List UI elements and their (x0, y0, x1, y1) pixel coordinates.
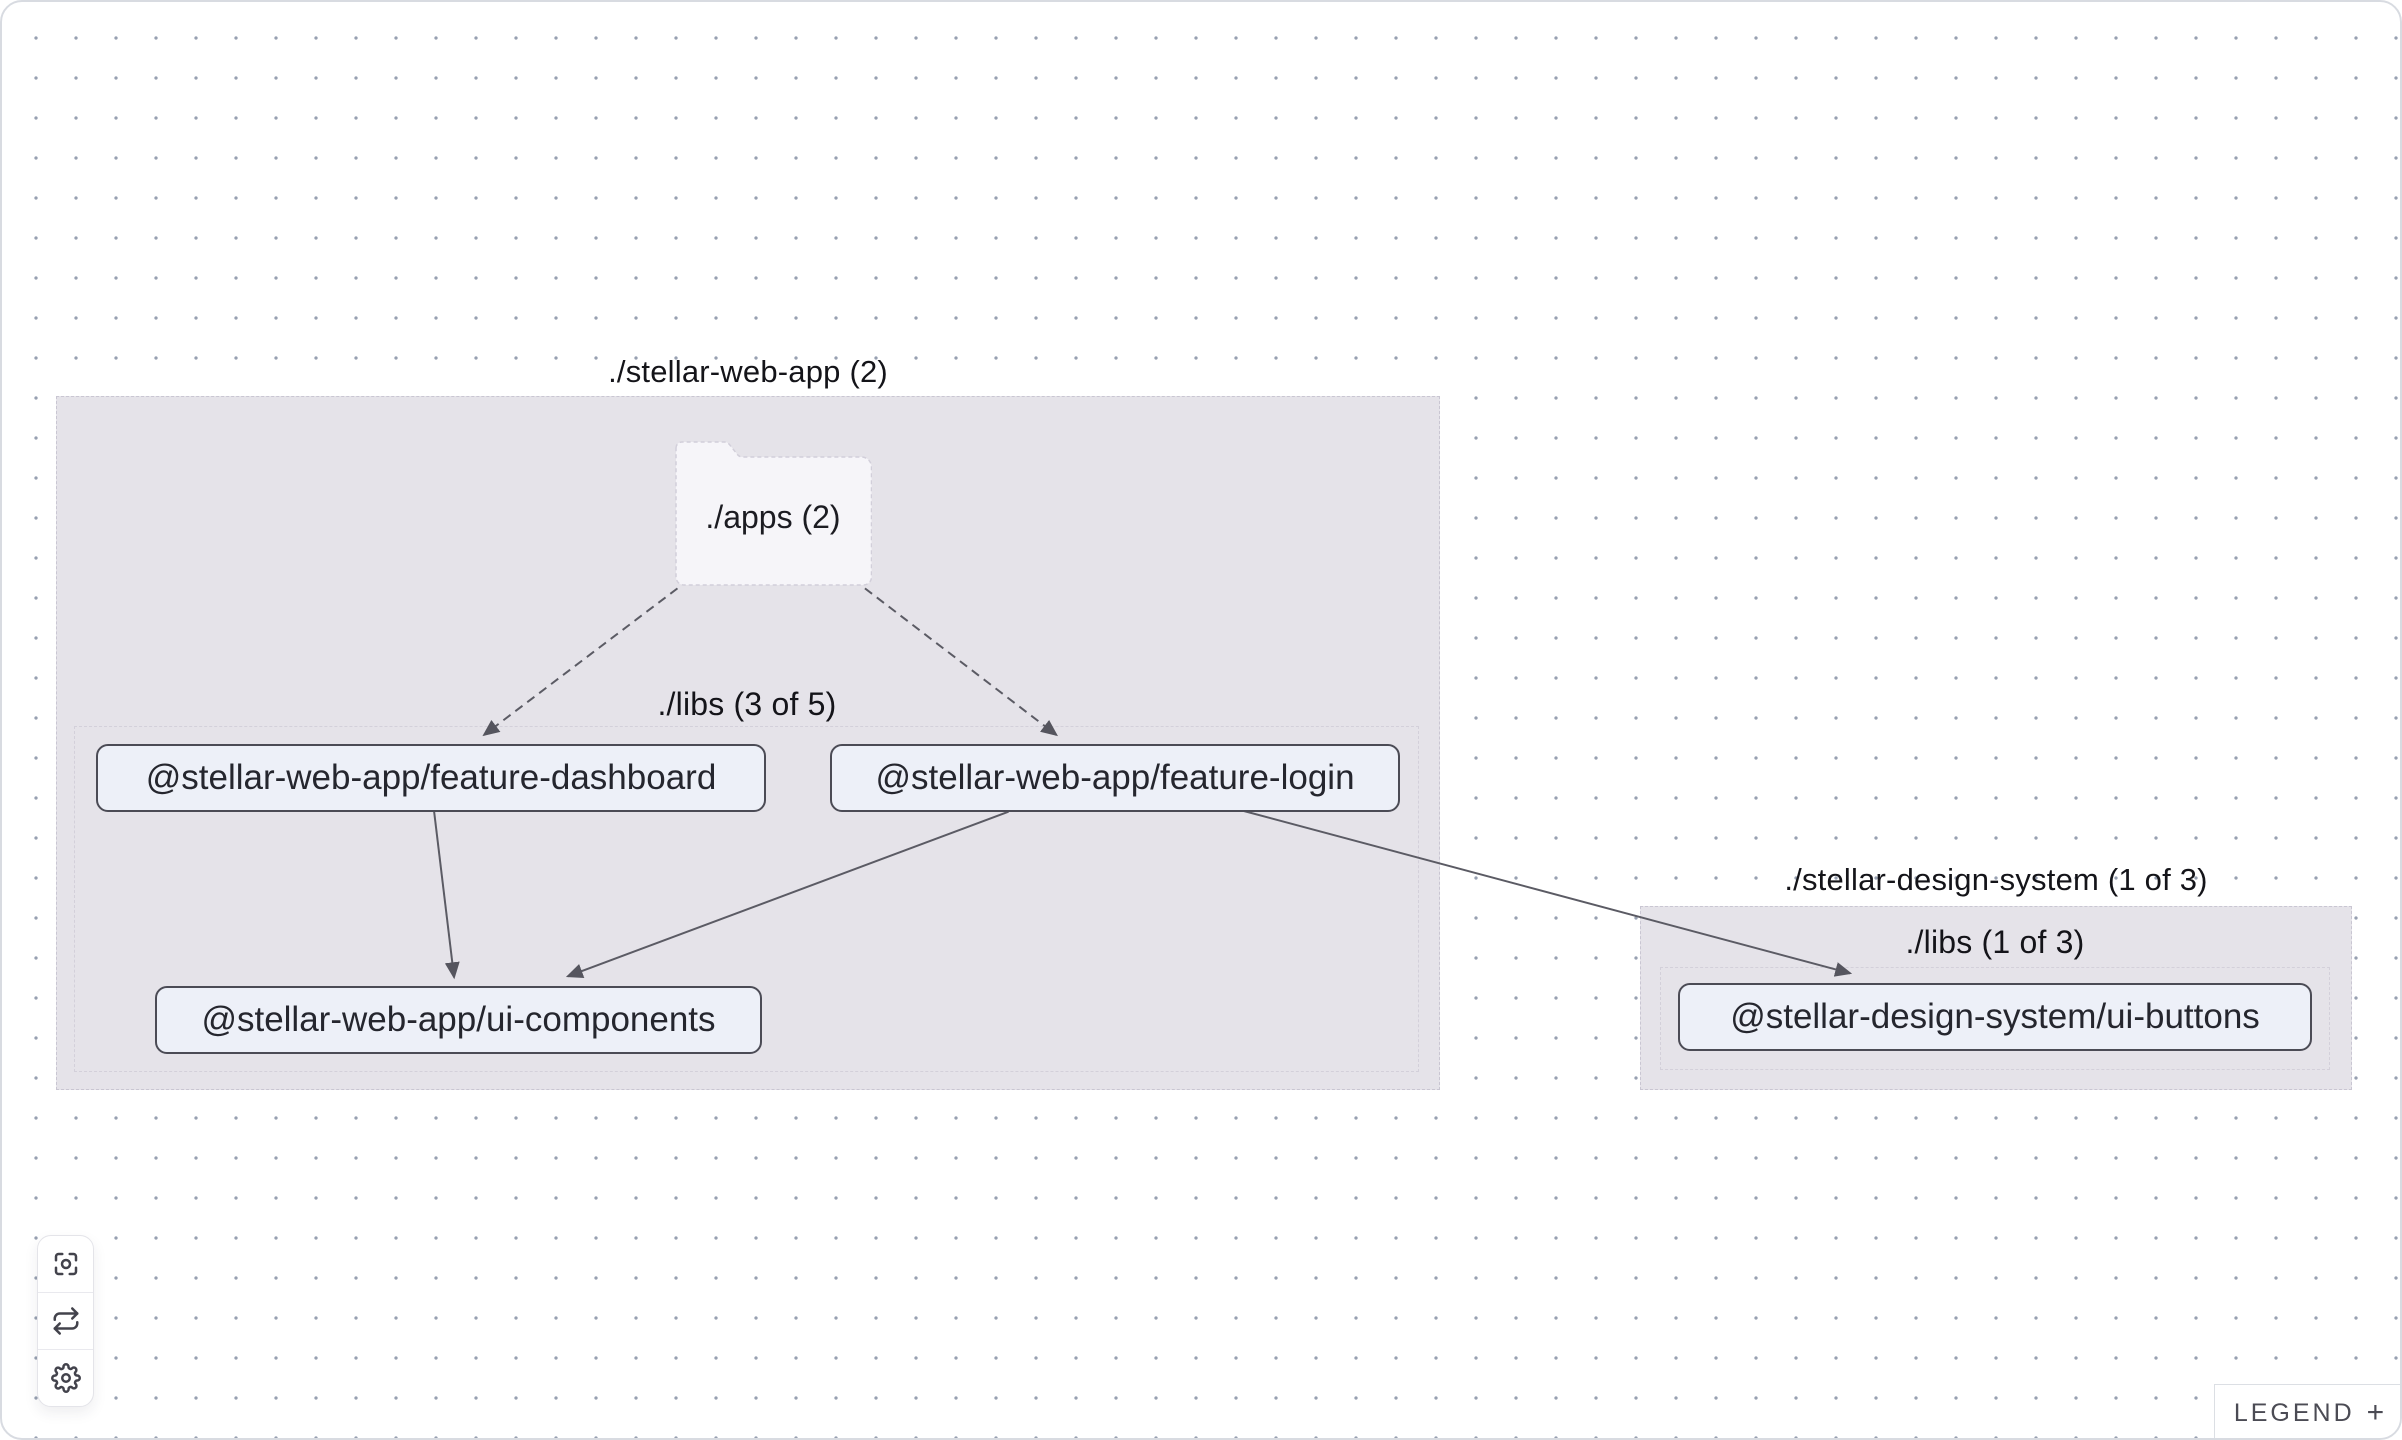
refresh-icon (53, 1307, 78, 1335)
folder-shape-apps (675, 441, 872, 586)
folder-node-apps[interactable]: ./apps (2) (705, 499, 841, 535)
zoom-to-fit-button[interactable] (38, 1236, 93, 1292)
settings-icon (50, 1363, 81, 1393)
plus-icon: + (2366, 1396, 2385, 1429)
project-node-ui-components[interactable]: @stellar-web-app/ui-components (155, 986, 762, 1054)
group-label-stellar-web-app: ./stellar-web-app (2) (608, 354, 888, 389)
legend-toggle[interactable]: LEGEND + (2214, 1384, 2400, 1438)
settings-button[interactable] (38, 1349, 93, 1406)
refresh-button[interactable] (38, 1292, 93, 1349)
group-label-webapp-libs: ./libs (3 of 5) (657, 686, 837, 722)
subgroup-design-libs (1660, 967, 2330, 1070)
graph-toolbar (37, 1235, 94, 1407)
project-node-feature-dashboard[interactable]: @stellar-web-app/feature-dashboard (96, 744, 766, 812)
group-label-design-libs: ./libs (1 of 3) (1905, 924, 2085, 960)
project-node-ui-buttons[interactable]: @stellar-design-system/ui-buttons (1678, 983, 2312, 1051)
legend-label: LEGEND (2233, 1398, 2355, 1427)
focus-icon (54, 1252, 77, 1276)
group-label-stellar-design-system: ./stellar-design-system (1 of 3) (1784, 862, 2208, 897)
project-node-feature-login[interactable]: @stellar-web-app/feature-login (830, 744, 1400, 812)
